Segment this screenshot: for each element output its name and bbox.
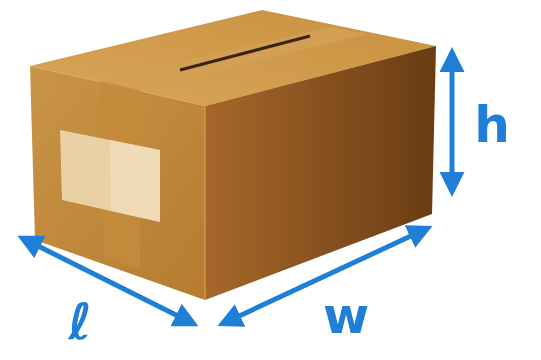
length-arrow — [22, 238, 194, 324]
width-label: w — [323, 291, 369, 341]
box-edge — [204, 106, 206, 300]
length-label: ℓ — [68, 297, 92, 347]
box-right — [205, 46, 436, 300]
height-arrow — [450, 52, 455, 192]
box-front — [30, 66, 205, 300]
label-highlight — [110, 140, 160, 222]
tape-top — [100, 27, 368, 90]
seam — [180, 36, 310, 70]
shipping-label — [60, 130, 160, 222]
height-label: h — [474, 100, 510, 150]
